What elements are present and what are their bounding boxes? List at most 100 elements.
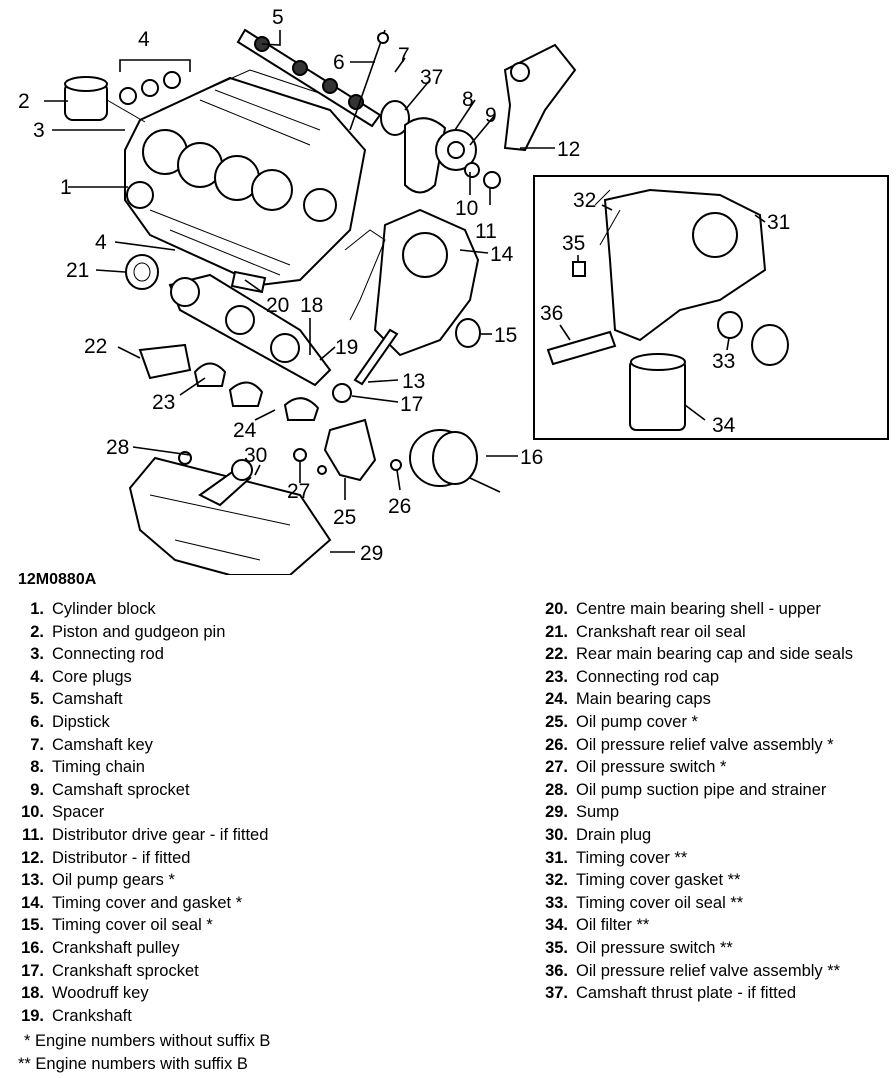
footnotes: * Engine numbers without suffix B ** Eng… [18,1030,270,1075]
legend-item-label: Oil pump gears * [52,871,175,890]
legend-item: 35.Oil pressure switch ** [532,937,892,960]
legend-item-label: Timing cover ** [576,848,688,867]
leader-lines [44,30,766,553]
legend-item-label: Crankshaft [52,1006,132,1025]
callout-3: 3 [33,119,45,142]
legend-item: 10.Spacer [8,801,518,824]
callout-7: 7 [398,44,410,67]
timing-cover-drawing [344,208,481,357]
legend-item-number: 33. [545,893,568,912]
callout-2: 2 [18,90,30,113]
legend-item-number: 28. [545,780,568,799]
legend-item-number: 17. [21,961,44,980]
callout-21: 21 [66,259,89,282]
legend-item: 28. Oil pump suction pipe and strainer [532,779,892,802]
legend-item: 21.Crankshaft rear oil seal [532,621,892,644]
legend-item: 31.Timing cover ** [532,847,892,870]
legend-item-number: 15. [21,916,44,935]
cylinder-block-drawing [124,69,367,287]
legend-item: 16.Crankshaft pulley [8,937,518,960]
legend-item-label: Connecting rod [52,645,164,664]
callout-17: 17 [400,393,423,416]
legend-item-number: 10. [21,803,44,822]
legend-item: 25. Oil pump cover * [532,711,892,734]
callout-1: 1 [60,176,72,199]
legend-item-label: Oil pressure relief valve assembly ** [576,961,841,980]
legend-item: 8.Timing chain [8,756,518,779]
legend-item-label: Centre main bearing shell - upper [576,600,821,618]
legend-item-number: 6. [30,712,44,731]
legend-item: 12.Distributor - if fitted [8,847,518,870]
callout-31: 31 [767,211,790,234]
legend-item-label: Rear main bearing cap and side seals [576,645,853,664]
legend-item-number: 9. [30,780,44,799]
legend-item: 19. Crankshaft [8,1005,518,1028]
legend-item-label: Timing cover gasket ** [576,871,741,890]
callout-4-plugs: 4 [138,28,150,51]
legend-item-number: 3. [30,645,44,664]
crankshaft-pulley-drawing [409,429,501,493]
legend-item-number: 12. [21,848,44,867]
legend-item-number: 30. [545,825,568,844]
legend-item-label: Cylinder block [52,600,156,618]
callout-6: 6 [333,51,345,74]
sump-drawing [128,451,332,575]
callout-9: 9 [485,104,497,127]
callout-16: 16 [520,446,543,469]
callout-22: 22 [84,335,107,358]
callout-4-block: 4 [95,231,107,254]
oil-pump-cover-drawing [293,418,402,482]
legend-item: 17. Crankshaft sprocket [8,960,518,983]
callout-35: 35 [562,232,585,255]
legend-item: 1.Cylinder block [8,598,518,621]
legend-item-number: 18. [21,984,44,1003]
callout-27: 27 [287,480,310,503]
exploded-engine-diagram: 1 2 3 4 4 5 6 7 8 9 10 11 12 13 14 15 16… [18,6,889,575]
callout-28: 28 [106,436,129,459]
callout-labels: 1 2 3 4 4 5 6 7 8 9 10 11 12 13 14 15 16… [18,6,790,565]
legend-item-number: 37. [545,984,568,1003]
legend-item-number: 27. [545,758,568,777]
callout-19: 19 [335,336,358,359]
legend-item-label: Camshaft sprocket [52,780,190,799]
callout-20: 20 [266,294,289,317]
legend-item-number: 35. [545,938,568,957]
legend-item: 13. Oil pump gears * [8,869,518,892]
legend-item-label: Core plugs [52,667,132,686]
legend-item-number: 34. [545,916,568,935]
legend-item: 4.Core plugs [8,666,518,689]
legend-item-label: Crankshaft sprocket [52,961,199,980]
legend-item-number: 32. [545,871,568,890]
legend-item-number: 2. [30,622,44,641]
legend-item: 27.Oil pressure switch * [532,756,892,779]
bearing-caps-drawing [138,343,320,421]
legend-item-label: Woodruff key [52,984,149,1003]
legend-item: 9. Camshaft sprocket [8,779,518,802]
legend-item: 34. Oil filter ** [532,914,892,937]
legend-item-label: Oil pump cover * [576,712,698,731]
legend-item-label: Crankshaft pulley [52,938,180,957]
legend-right-column: 20. Centre main bearing shell - upper 21.C… [532,598,892,1005]
legend-item-number: 25. [545,712,568,731]
callout-12: 12 [557,138,580,161]
piston-drawing [64,76,146,123]
callout-10: 10 [455,197,478,220]
legend-item-number: 13. [21,871,44,890]
callout-33: 33 [712,350,735,373]
legend-item-number: 24. [545,690,568,709]
callout-13: 13 [402,370,425,393]
legend-item-label: Oil filter ** [576,916,650,935]
legend-item-number: 19. [21,1006,44,1025]
legend-item-label: Timing chain [52,758,145,777]
oil-pump-gear-shaft-drawing [353,328,399,386]
legend-item: 33. Timing cover oil seal ** [532,892,892,915]
legend-item-label: Oil pump suction pipe and strainer [576,780,827,799]
legend-item-label: Timing cover oil seal ** [576,893,744,912]
rear-oil-seal-drawing [125,254,159,290]
footnote-double-asterisk: ** Engine numbers with suffix B [18,1054,248,1073]
legend-item-number: 20. [545,600,568,618]
legend-item-label: Camshaft [52,690,123,709]
legend-item-label: Oil pressure relief valve assembly * [576,735,834,754]
legend-item: 23.Connecting rod cap [532,666,892,689]
